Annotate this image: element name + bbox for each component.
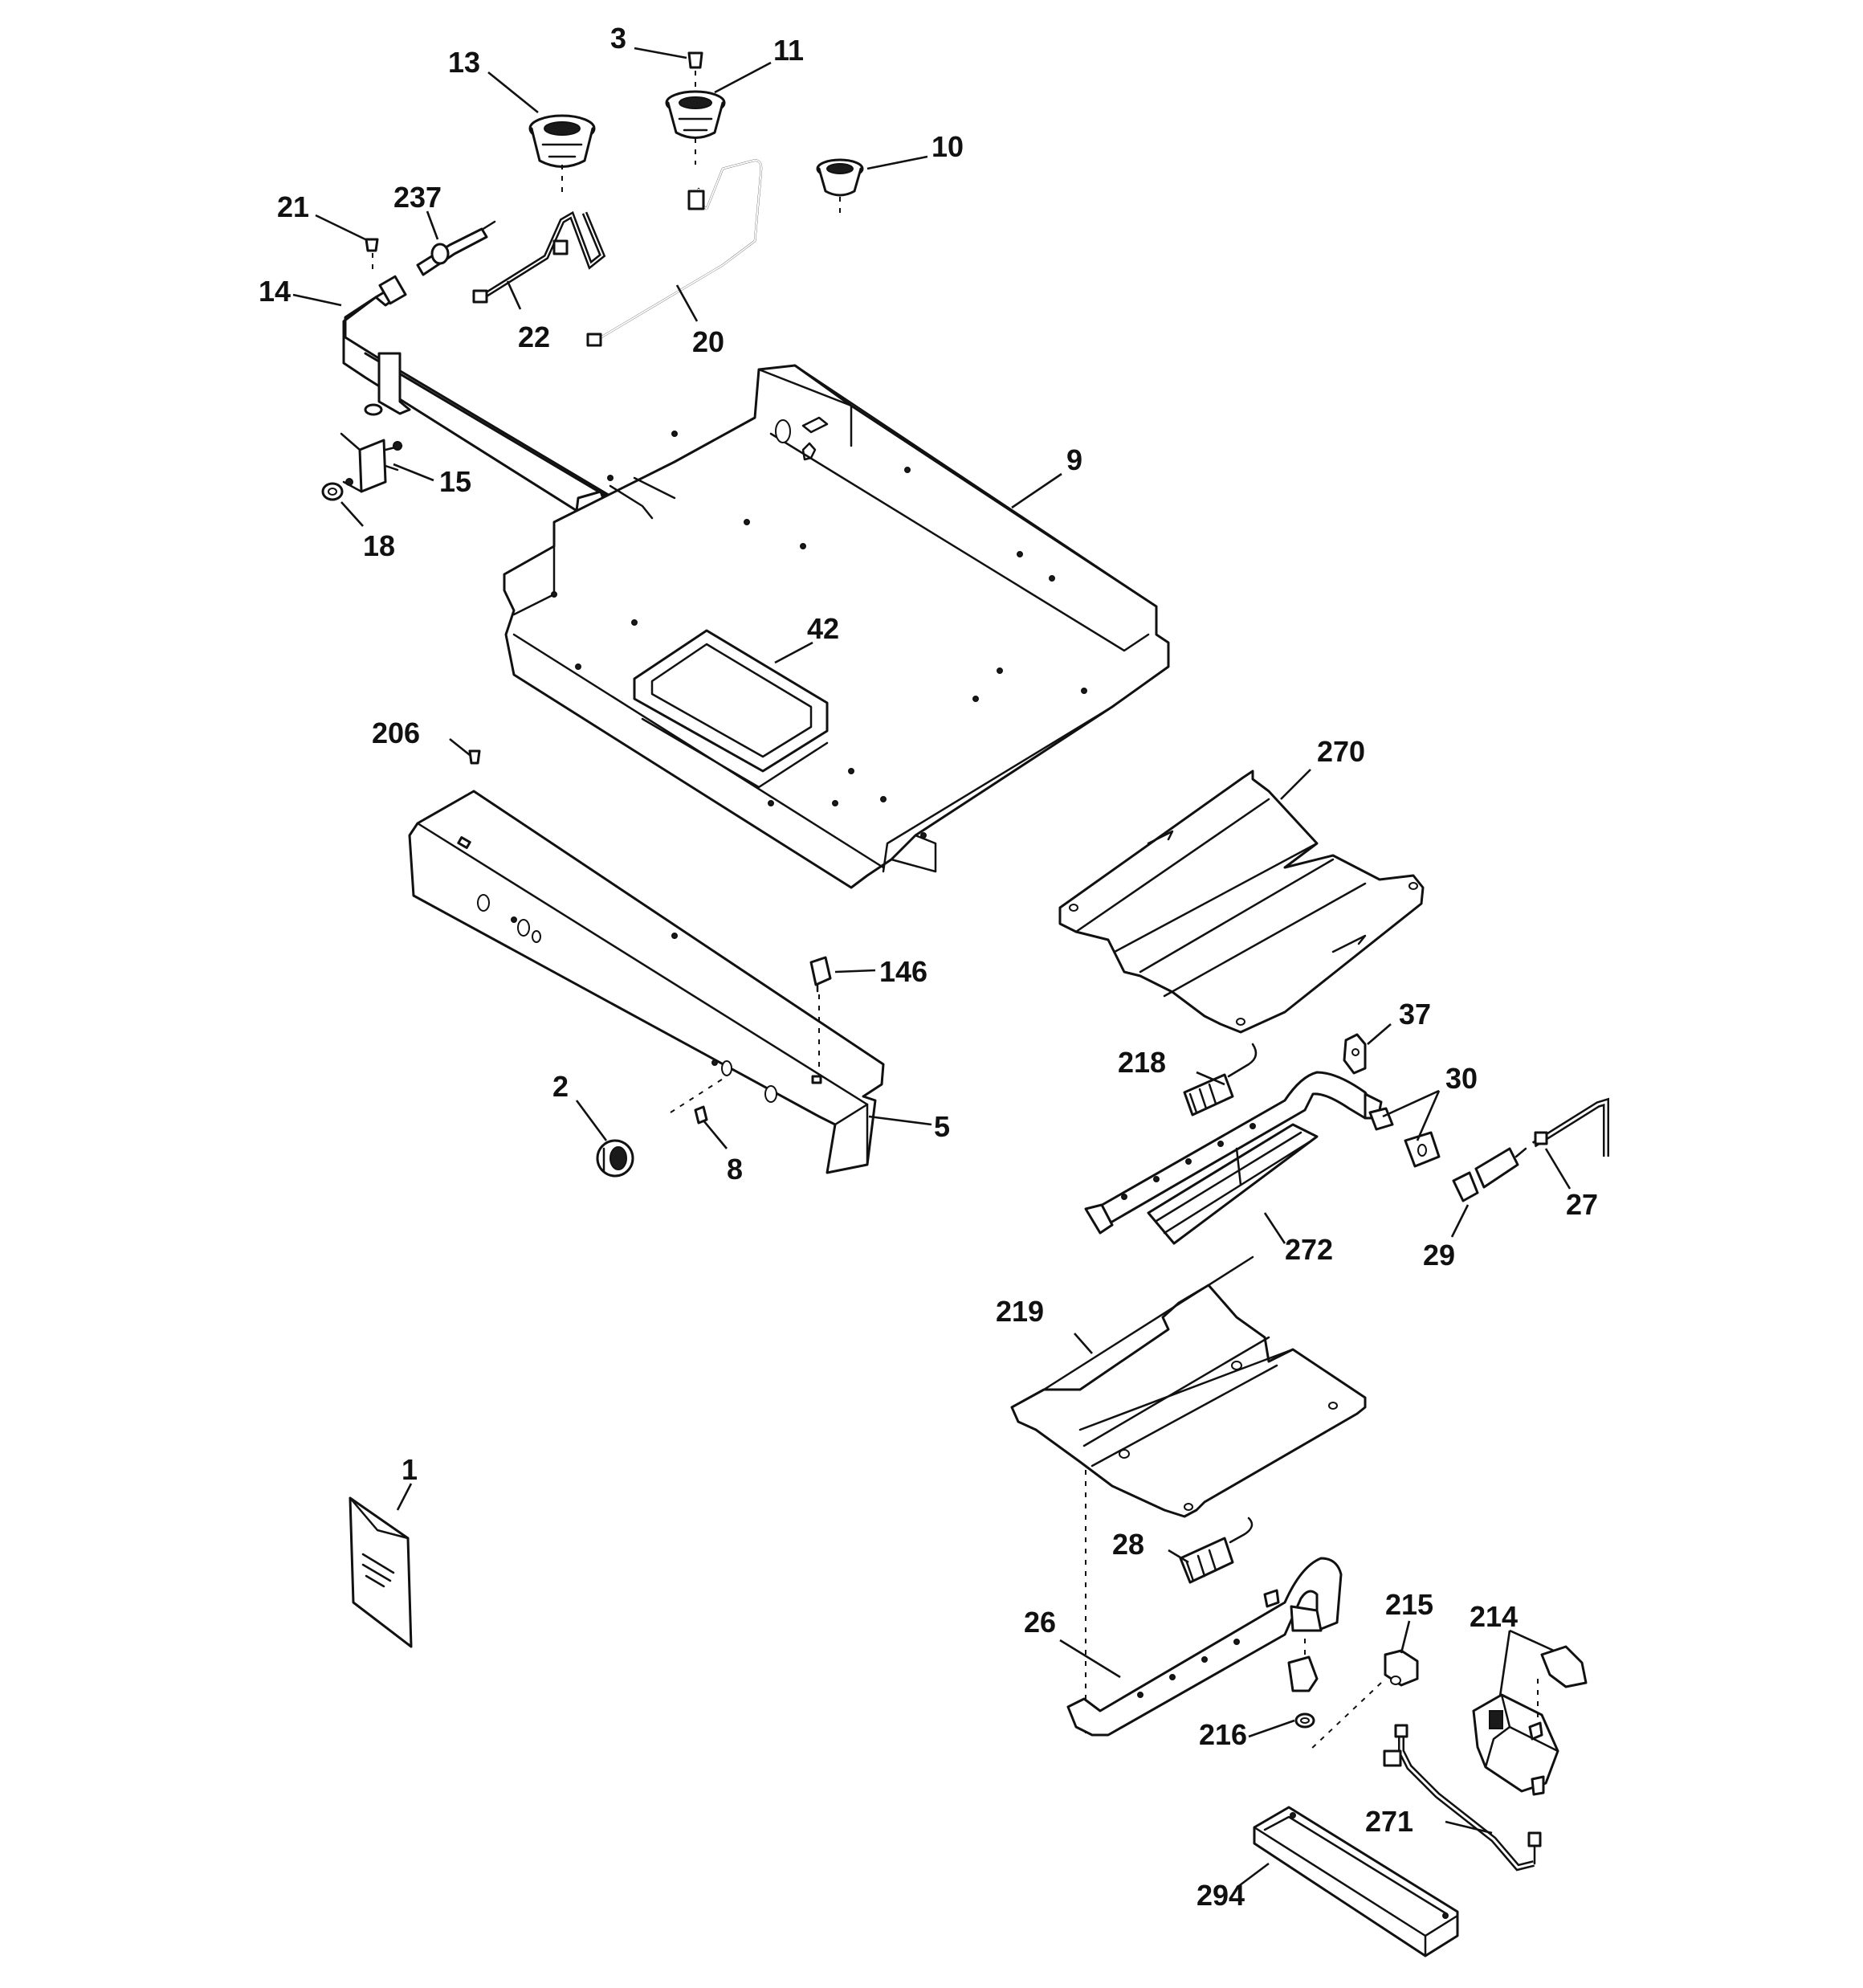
oven-burner-tube [1084, 1071, 1383, 1235]
callout-216: 216 [1199, 1718, 1247, 1751]
valve-237 [416, 220, 496, 276]
callout-labels: 13 3 11 10 21 237 14 22 20 15 18 9 42 20… [259, 22, 1598, 1912]
burner-head-11 [665, 90, 726, 165]
clip-146 [809, 956, 832, 1068]
callout-219: 219 [996, 1295, 1044, 1328]
callout-11: 11 [773, 34, 804, 67]
callout-18: 18 [363, 529, 395, 562]
leader-lines [292, 47, 1572, 1889]
gas-tube-20 [586, 159, 763, 347]
callout-22: 22 [518, 320, 550, 353]
callout-37: 37 [1399, 998, 1431, 1031]
callout-5: 5 [934, 1110, 950, 1143]
gas-tube-22 [472, 210, 606, 304]
callout-28: 28 [1112, 1528, 1144, 1561]
nut-18 [321, 482, 344, 501]
screw-21 [365, 238, 379, 273]
bracket-37 [1343, 1033, 1367, 1075]
callout-8: 8 [727, 1153, 743, 1186]
main-tray-9 [503, 364, 1170, 889]
shield-219 [1010, 1255, 1367, 1735]
callout-214: 214 [1470, 1600, 1518, 1633]
tube-27 [1531, 1097, 1609, 1157]
callout-294: 294 [1196, 1879, 1245, 1912]
switch-15 [340, 432, 403, 493]
callout-15: 15 [439, 465, 471, 498]
screw-206 [468, 749, 481, 765]
callout-218: 218 [1118, 1046, 1166, 1079]
igniter-28 [1179, 1517, 1254, 1584]
callout-271: 271 [1365, 1805, 1413, 1838]
bracket-215 [1308, 1649, 1419, 1752]
callout-13: 13 [448, 46, 480, 79]
callout-29: 29 [1423, 1239, 1455, 1272]
callout-14: 14 [259, 275, 291, 308]
control-panel-5 [408, 790, 885, 1174]
orifice-29 [1452, 1147, 1527, 1202]
callout-26: 26 [1024, 1606, 1056, 1639]
shield-270 [1058, 769, 1425, 1034]
callout-237: 237 [393, 181, 442, 214]
callout-2: 2 [552, 1070, 569, 1103]
baffle-272 [1147, 1123, 1319, 1245]
callout-270: 270 [1317, 735, 1365, 768]
literature-envelope-1 [349, 1496, 413, 1648]
screw-8 [670, 1076, 728, 1125]
tray-42 [633, 629, 829, 789]
knob-2 [596, 1139, 634, 1178]
callout-206: 206 [372, 716, 420, 749]
bake-burner-26 [1066, 1557, 1343, 1737]
safety-valve-214 [1472, 1645, 1588, 1796]
callout-1: 1 [402, 1453, 418, 1486]
callout-3: 3 [610, 22, 626, 55]
callout-21: 21 [277, 190, 309, 223]
callout-42: 42 [807, 612, 839, 645]
callout-215: 215 [1385, 1588, 1433, 1621]
callout-30: 30 [1445, 1062, 1478, 1095]
callout-9: 9 [1066, 443, 1082, 476]
collar-216-body [1287, 1639, 1319, 1692]
tube-271 [1383, 1724, 1542, 1872]
burner-head-10 [816, 158, 864, 215]
orifice-3 [687, 51, 703, 87]
callout-272: 272 [1285, 1233, 1333, 1266]
callout-146: 146 [879, 955, 927, 988]
callout-20: 20 [692, 325, 724, 358]
burner-head-13 [528, 114, 596, 193]
igniter-218 [1183, 1043, 1258, 1116]
angle-294 [1253, 1806, 1459, 1957]
callout-10: 10 [932, 130, 964, 163]
callout-27: 27 [1566, 1188, 1598, 1221]
washer-216 [1294, 1712, 1315, 1729]
